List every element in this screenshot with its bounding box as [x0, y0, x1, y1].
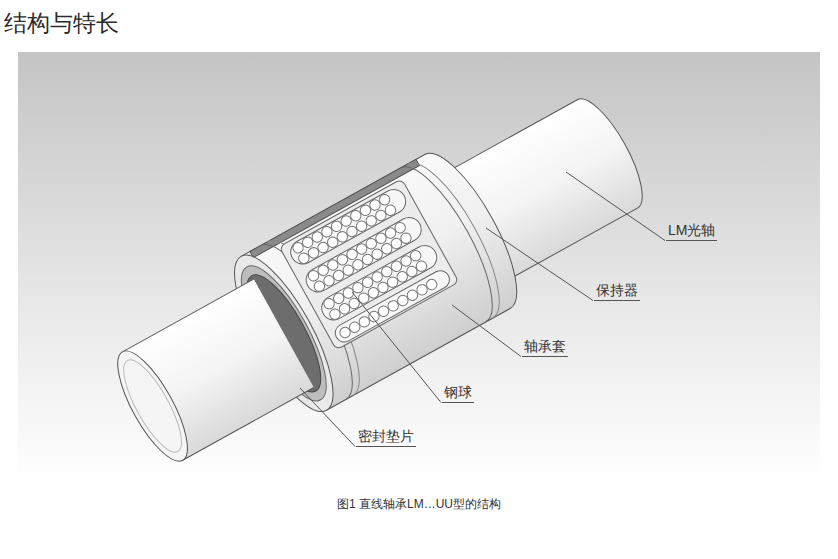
leader-line: [352, 292, 441, 403]
part-label: 钢球: [442, 384, 474, 403]
page-title: 结构与特长: [4, 8, 119, 39]
leader-line: [486, 228, 593, 301]
part-label: 密封垫片: [356, 428, 416, 447]
steel-ball: [399, 231, 413, 245]
shaft-end: [113, 353, 191, 459]
background-panel: [18, 52, 820, 482]
steel-ball: [425, 277, 439, 291]
ball-tracks: [286, 185, 452, 345]
part-label: 保持器: [594, 282, 640, 301]
leader-lines: [300, 172, 665, 447]
leader-line: [452, 305, 521, 357]
steel-balls: [291, 193, 439, 340]
shaft-edge: [123, 279, 254, 352]
linear-bearing: [92, 67, 667, 492]
shaft-end: [105, 342, 200, 470]
part-label: 轴承套: [522, 338, 568, 357]
shaft-edge: [183, 388, 314, 461]
figure-caption: 图1 直线轴承LM…UU型的结构: [337, 496, 501, 513]
sleeve-slot: [250, 159, 420, 257]
part-label: LM光轴: [666, 222, 717, 241]
leader-line: [566, 172, 665, 241]
leader-line: [300, 388, 355, 447]
steel-ball: [414, 259, 428, 273]
steel-ball: [383, 203, 397, 217]
